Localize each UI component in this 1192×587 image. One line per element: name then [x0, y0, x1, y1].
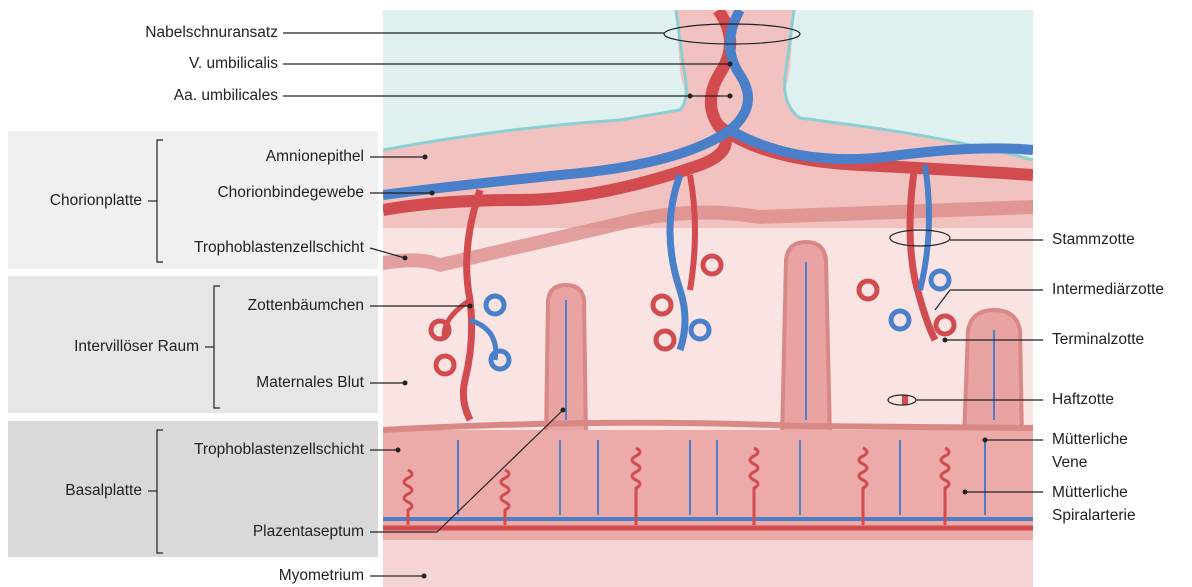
myometrium-layer: [383, 540, 1033, 587]
label-trophoblastenzellschicht-basal: Trophoblastenzellschicht: [194, 442, 364, 458]
label-trophoblastenzellschicht-chorion: Trophoblastenzellschicht: [194, 240, 364, 256]
label-muetterliche-vene-line1: Mütterliche: [1052, 432, 1128, 448]
group-intervilloeser-raum: Intervillöser Raum: [74, 339, 199, 355]
label-chorionbindegewebe: Chorionbindegewebe: [217, 185, 364, 201]
label-spiralarterie-line1: Mütterliche: [1052, 485, 1128, 501]
label-muetterliche-vene-line2: Vene: [1052, 455, 1087, 471]
label-intermediaerzotte: Intermediärzotte: [1052, 282, 1164, 298]
label-stammzotte: Stammzotte: [1052, 232, 1135, 248]
label-aa-umbilicales: Aa. umbilicales: [174, 88, 278, 104]
label-maternales-blut: Maternales Blut: [256, 375, 364, 391]
label-terminalzotte: Terminalzotte: [1052, 332, 1144, 348]
label-nabelschnuransatz: Nabelschnuransatz: [145, 25, 278, 41]
label-plazentaseptum: Plazentaseptum: [253, 524, 364, 540]
label-spiralarterie-line2: Spiralarterie: [1052, 508, 1136, 524]
group-chorionplatte: Chorionplatte: [50, 193, 142, 209]
group-basalplatte: Basalplatte: [65, 483, 142, 499]
label-haftzotte: Haftzotte: [1052, 392, 1114, 408]
label-myometrium: Myometrium: [279, 568, 364, 584]
basal-plate: [383, 430, 1033, 540]
label-v-umbilicalis: V. umbilicalis: [189, 56, 278, 72]
label-amnionepithel: Amnionepithel: [266, 149, 364, 165]
label-zottenbaeumchen: Zottenbäumchen: [248, 298, 364, 314]
